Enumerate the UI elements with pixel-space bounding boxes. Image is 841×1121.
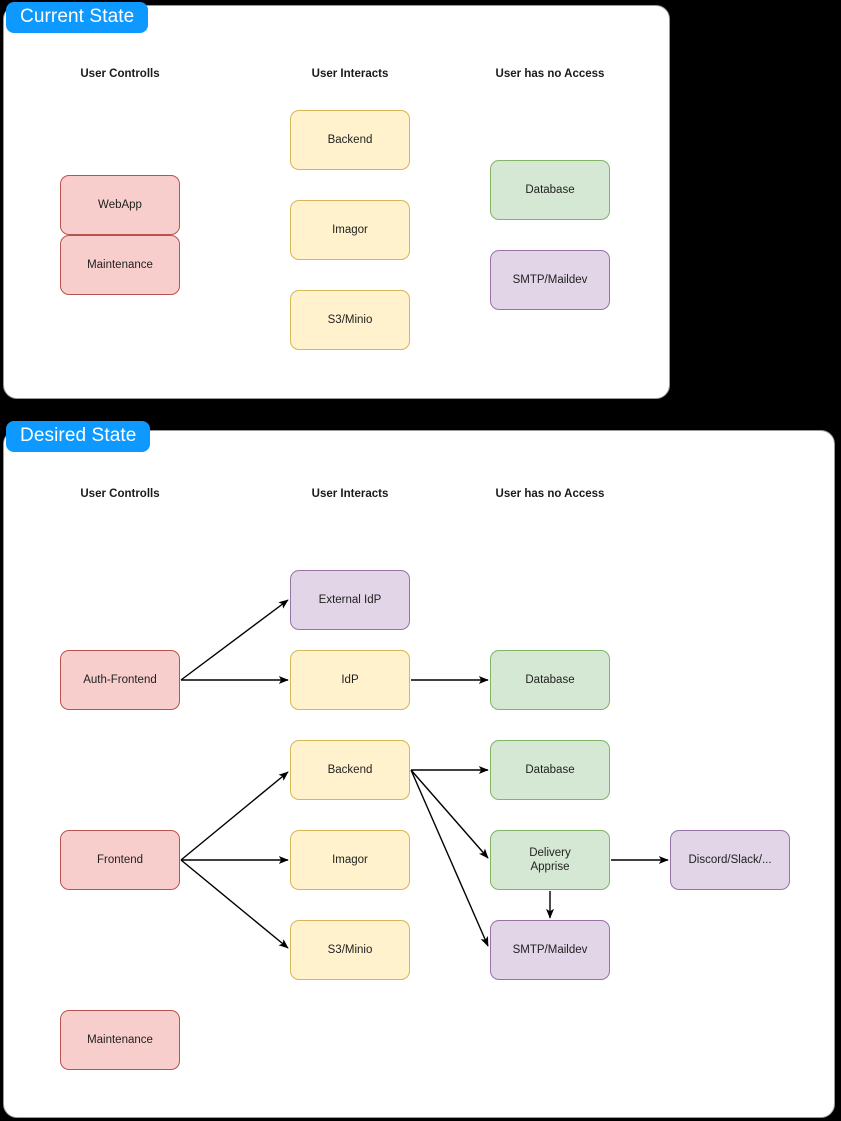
node-imagor-desired[interactable]: Imagor xyxy=(290,830,410,890)
node-maintenance-current-label: Maintenance xyxy=(87,259,153,271)
node-imagor-current-label: Imagor xyxy=(332,224,368,236)
column-header-user-no-access-current: User has no Access xyxy=(495,68,605,80)
node-delivery-apprise-line2: Apprise xyxy=(530,861,570,873)
node-external-idp[interactable]: External IdP xyxy=(290,570,410,630)
column-header-user-no-access-desired: User has no Access xyxy=(495,488,605,500)
node-database-idp-label: Database xyxy=(525,674,575,686)
node-discord-slack-label: Discord/Slack/... xyxy=(688,854,772,866)
node-imagor-current[interactable]: Imagor xyxy=(290,200,410,260)
node-external-idp-label: External IdP xyxy=(318,594,382,606)
node-smtp-maildev-desired-label: SMTP/Maildev xyxy=(512,944,588,956)
node-webapp-label: WebApp xyxy=(98,199,142,211)
node-s3minio-current-label: S3/Minio xyxy=(327,314,373,326)
column-header-user-controls-current: User Controlls xyxy=(80,68,160,80)
node-backend-current[interactable]: Backend xyxy=(290,110,410,170)
column-header-user-interacts-current: User Interacts xyxy=(311,68,389,80)
node-smtp-maildev-desired[interactable]: SMTP/Maildev xyxy=(490,920,610,980)
node-frontend-label: Frontend xyxy=(96,854,144,866)
node-database-current[interactable]: Database xyxy=(490,160,610,220)
node-frontend[interactable]: Frontend xyxy=(60,830,180,890)
node-imagor-desired-label: Imagor xyxy=(332,854,368,866)
node-delivery-apprise-line1: Delivery xyxy=(529,847,571,859)
node-maintenance-current[interactable]: Maintenance xyxy=(60,235,180,295)
node-smtp-maildev-current-label: SMTP/Maildev xyxy=(512,274,588,286)
node-database-current-label: Database xyxy=(525,184,575,196)
node-database-backend[interactable]: Database xyxy=(490,740,610,800)
node-discord-slack[interactable]: Discord/Slack/... xyxy=(670,830,790,890)
node-webapp[interactable]: WebApp xyxy=(60,175,180,235)
node-database-backend-label: Database xyxy=(525,764,575,776)
node-maintenance-desired[interactable]: Maintenance xyxy=(60,1010,180,1070)
node-smtp-maildev-current[interactable]: SMTP/Maildev xyxy=(490,250,610,310)
column-header-user-interacts-desired: User Interacts xyxy=(311,488,389,500)
node-idp-label: IdP xyxy=(341,674,359,686)
panel-tab-desired-state[interactable]: Desired State xyxy=(6,421,151,452)
node-auth-frontend[interactable]: Auth-Frontend xyxy=(60,650,180,710)
node-s3minio-current[interactable]: S3/Minio xyxy=(290,290,410,350)
node-maintenance-desired-label: Maintenance xyxy=(87,1034,153,1046)
node-idp[interactable]: IdP xyxy=(290,650,410,710)
node-backend-desired-label: Backend xyxy=(327,764,373,776)
node-s3minio-desired-label: S3/Minio xyxy=(327,944,373,956)
node-auth-frontend-label: Auth-Frontend xyxy=(83,674,157,686)
node-s3minio-desired[interactable]: S3/Minio xyxy=(290,920,410,980)
column-header-user-controls-desired: User Controlls xyxy=(80,488,160,500)
node-backend-desired[interactable]: Backend xyxy=(290,740,410,800)
panel-tab-current-state[interactable]: Current State xyxy=(6,2,149,33)
node-backend-current-label: Backend xyxy=(327,134,373,146)
node-database-idp[interactable]: Database xyxy=(490,650,610,710)
